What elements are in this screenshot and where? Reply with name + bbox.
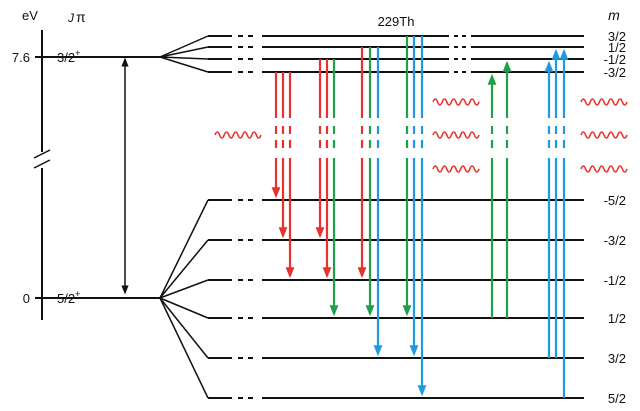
upper-sublevel-label: 1/2 (608, 40, 626, 55)
upper-fan-line (159, 35, 209, 58)
upper-sublevel: 1/2 (208, 40, 626, 55)
upper-fan-line (159, 56, 209, 73)
photon-wave (432, 98, 480, 106)
photon-wave (580, 165, 628, 173)
upper-fan-line (159, 56, 209, 60)
lower-sublevel-label: 1/2 (608, 311, 626, 326)
lower-sublevel-label: -5/2 (604, 193, 626, 208)
upper-sublevel-label: 3/2 (608, 29, 626, 44)
lower-splitting-fan (159, 199, 209, 399)
photon-wave (432, 131, 480, 139)
upper-splitting-fan (159, 35, 209, 73)
axis-break (33, 149, 51, 169)
lower-sublevel: 5/2 (208, 391, 626, 406)
lower-sublevel-label: -1/2 (604, 273, 626, 288)
tick-label-upper: 7.6 (12, 50, 30, 65)
photon-wave (580, 98, 628, 106)
m-header: m (608, 7, 620, 23)
lower-sublevel-label: 3/2 (608, 351, 626, 366)
diagram-title: 229Th (378, 14, 415, 29)
photon-wave (580, 131, 628, 139)
axis-unit-label: eV (22, 8, 38, 23)
sublevels: 3/21/2-1/2-3/2-5/2-3/2-1/21/23/25/2 (208, 29, 626, 406)
transitions (271, 36, 569, 398)
photons (214, 98, 628, 173)
upper-sublevel-label: -3/2 (604, 65, 626, 80)
lower-fan-line (159, 297, 209, 319)
upper-fan-line (159, 46, 209, 58)
lower-fan-line (159, 239, 209, 299)
photon-wave (214, 131, 262, 139)
lower-sublevel-label: 5/2 (608, 391, 626, 406)
lower-fan-line (159, 199, 209, 299)
upper-sublevel-label: -1/2 (604, 52, 626, 67)
lower-fan-line (159, 297, 209, 399)
energy-axis: eV 7.6 0 (12, 8, 51, 320)
lower-fan-line (159, 279, 209, 299)
upper-sublevel: -3/2 (208, 65, 626, 80)
photon-wave (432, 165, 480, 173)
tick-label-lower: 0 (23, 291, 30, 306)
upper-sublevel: 3/2 (208, 29, 626, 44)
lower-fan-line (159, 297, 209, 359)
lower-sublevel-label: -3/2 (604, 233, 626, 248)
